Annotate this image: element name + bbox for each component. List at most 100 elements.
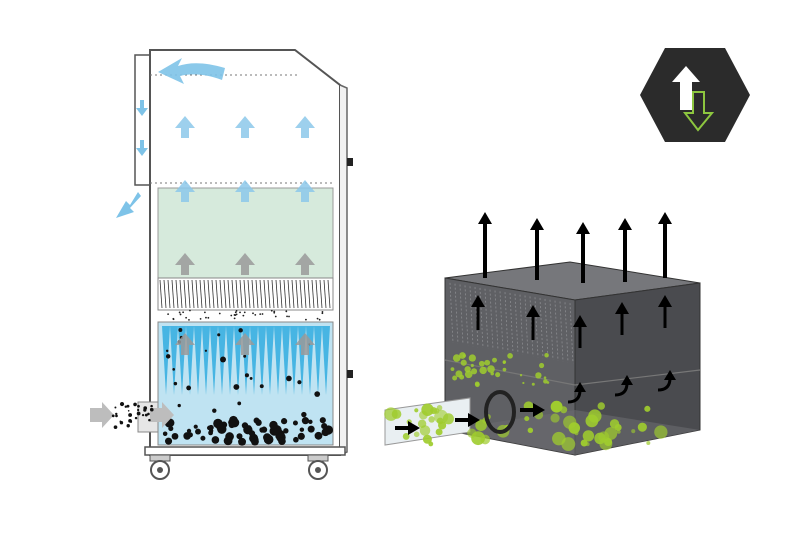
- pleat-line: [271, 279, 275, 309]
- pleat-line: [215, 279, 219, 309]
- black-right-arrow-head: [533, 403, 545, 417]
- particle: [307, 425, 315, 433]
- green-particle: [522, 381, 525, 385]
- green-particle: [474, 382, 480, 388]
- pleat-dust: [239, 311, 241, 314]
- inlet-particle: [144, 413, 148, 417]
- pleat-dust: [316, 317, 319, 320]
- particle: [314, 391, 321, 397]
- pleat-line: [283, 279, 287, 309]
- particle: [230, 419, 236, 425]
- green-particle: [414, 408, 419, 413]
- particle: [183, 432, 191, 440]
- particle: [208, 424, 214, 431]
- green-particle: [588, 409, 602, 423]
- black-up-arrow-head: [618, 218, 632, 230]
- green-particle: [550, 413, 560, 423]
- green-particle: [563, 415, 577, 429]
- pleat-line: [307, 279, 311, 309]
- black-up-arrow-head: [478, 212, 492, 224]
- wheel-left: [149, 454, 171, 480]
- inlet-particle: [136, 411, 141, 416]
- particle: [195, 428, 201, 435]
- green-particle: [468, 354, 476, 362]
- pleat-line: [175, 279, 179, 309]
- pleat-dust: [321, 312, 324, 315]
- particle: [173, 381, 178, 386]
- particle: [301, 411, 307, 418]
- inlet-particle: [114, 406, 117, 409]
- pleat-dust: [242, 314, 245, 317]
- pleat-line: [211, 279, 215, 309]
- pleat-line: [299, 279, 303, 309]
- pleat-dust: [235, 310, 238, 312]
- pleat-line: [243, 279, 247, 309]
- pleat-line: [223, 279, 227, 309]
- green-particle: [422, 434, 432, 444]
- cabinet-knob-bottom: [347, 370, 353, 378]
- airflow-arrows: [175, 116, 315, 355]
- liquid-streak: [282, 326, 290, 395]
- pleat-dust: [318, 318, 321, 321]
- particle: [237, 401, 242, 406]
- green-particle: [479, 366, 487, 375]
- up-down-exchange-icon: [640, 48, 750, 142]
- outflow-arrow-icon: [116, 192, 141, 218]
- green-particle: [609, 419, 620, 429]
- pleat-dust: [205, 316, 207, 319]
- particle: [168, 426, 174, 432]
- pleat-dust: [305, 318, 307, 321]
- green-particle: [582, 430, 595, 442]
- pleat-dust: [270, 309, 273, 312]
- green-particle: [646, 440, 651, 446]
- exhaust-arrow-icon: [158, 58, 225, 84]
- cabinet-side-edge: [339, 84, 348, 456]
- particle: [233, 384, 240, 390]
- pleat-line: [303, 279, 307, 309]
- black-up-arrow-head: [615, 302, 629, 314]
- pleat-dust: [259, 313, 262, 316]
- particle: [208, 430, 213, 436]
- pleat-line: [251, 279, 255, 309]
- curved-arrow-head: [664, 370, 676, 380]
- particle: [241, 422, 249, 429]
- particle: [321, 423, 328, 430]
- curved-arrow-head: [574, 382, 586, 392]
- pleat-dust: [252, 312, 254, 315]
- pleat-line: [199, 279, 203, 309]
- pleat-line: [179, 279, 183, 309]
- particle: [165, 354, 171, 359]
- black-up-arrow-head: [658, 295, 672, 307]
- green-particle: [452, 375, 458, 381]
- pleat-line: [235, 279, 239, 309]
- pleat-dust: [172, 318, 175, 321]
- inlet-particle: [133, 402, 137, 407]
- pleat-line: [263, 279, 267, 309]
- inlet-particle: [150, 408, 154, 412]
- pleat-line: [291, 279, 295, 309]
- green-particle: [450, 367, 455, 371]
- particle: [223, 436, 233, 446]
- inlet-particle: [124, 405, 128, 408]
- particle: [236, 433, 243, 440]
- pleat-dust: [207, 316, 210, 319]
- liquid-streak: [266, 326, 274, 395]
- green-particle: [644, 405, 651, 412]
- liquid-streak: [226, 326, 234, 395]
- pleat-dust: [203, 311, 206, 314]
- particle: [193, 424, 198, 429]
- green-particle: [524, 416, 530, 422]
- green-particle: [519, 374, 523, 377]
- green-particle: [492, 357, 497, 363]
- green-particle: [604, 437, 613, 447]
- particle: [172, 368, 175, 371]
- curved-arrow-head: [621, 375, 633, 385]
- up-arrow-icon: [175, 116, 195, 138]
- green-particle: [419, 425, 431, 436]
- pleat-line: [167, 279, 171, 309]
- pleat-dust: [234, 311, 237, 314]
- green-particle: [535, 372, 542, 379]
- pleat-dust: [218, 312, 221, 315]
- cube-inner-shelf: [574, 369, 701, 386]
